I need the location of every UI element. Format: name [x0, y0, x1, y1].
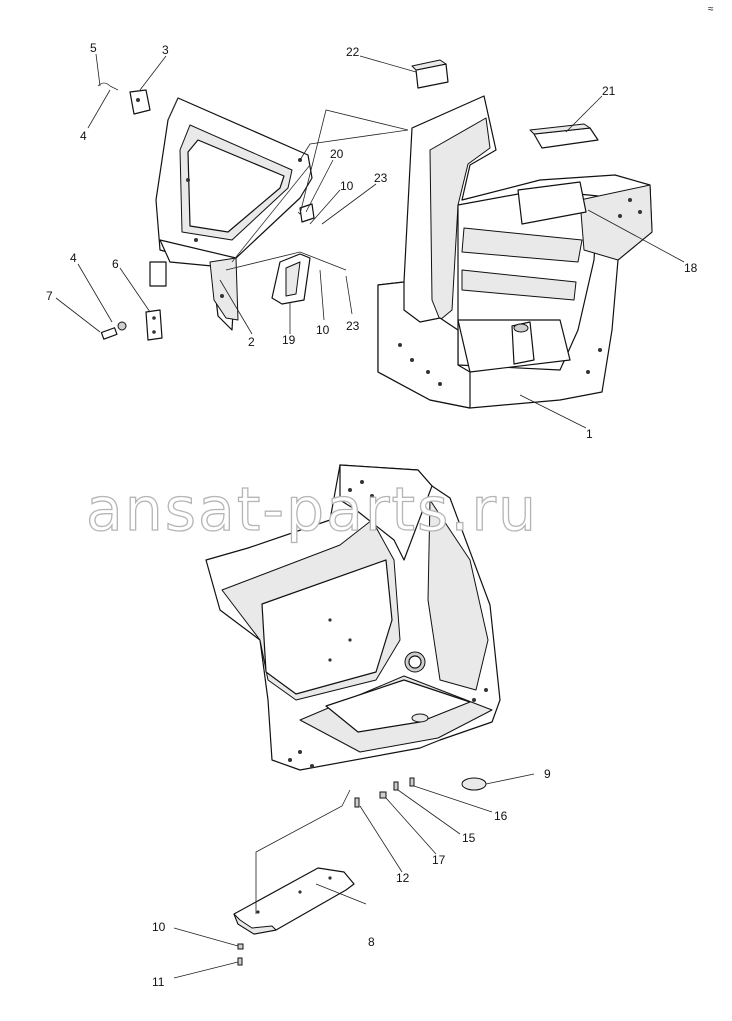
part-3-bracket	[129, 89, 151, 115]
callout-8: 8	[368, 935, 375, 949]
callout-2: 2	[248, 335, 255, 349]
callout-3: 3	[162, 43, 169, 57]
leader-lines	[55, 53, 685, 979]
part-9-cap	[461, 777, 487, 791]
callout-1: 1	[586, 427, 593, 441]
callout-23: 23	[346, 319, 360, 333]
part-7-bolt	[100, 321, 127, 340]
part-19-bracket	[271, 253, 311, 305]
callout-17: 17	[432, 853, 446, 867]
callout-4: 4	[80, 129, 87, 143]
fasteners-12-17	[354, 777, 415, 808]
watermark-text: ansat-parts.ru	[86, 475, 538, 545]
callout-5: 5	[90, 41, 97, 55]
callout-4: 4	[70, 251, 77, 265]
callout-22: 22	[346, 45, 360, 59]
part-5-pin	[97, 82, 119, 91]
callout-16: 16	[494, 809, 508, 823]
corner-mark: ≈	[708, 4, 714, 15]
part-18-side-panel	[517, 181, 587, 225]
part-20-clip	[299, 203, 315, 223]
callout-labels: 5 3 4 22 21 20 10 23 4 6 7 2 19 10 23 18…	[46, 41, 698, 989]
callout-10: 10	[152, 920, 166, 934]
callout-11: 11	[152, 975, 165, 989]
part-8-cover-plate	[233, 867, 355, 935]
callout-6: 6	[112, 257, 119, 271]
part-2-front-frame	[149, 97, 313, 331]
callout-23: 23	[374, 171, 388, 185]
part-1-cab-shell	[377, 95, 653, 409]
callout-12: 12	[396, 871, 410, 885]
part-6-plate	[145, 309, 163, 341]
callout-9: 9	[544, 767, 551, 781]
callout-10: 10	[316, 323, 330, 337]
callout-21: 21	[602, 84, 616, 98]
callout-7: 7	[46, 289, 53, 303]
fasteners-10-11	[237, 943, 244, 966]
callout-10: 10	[340, 179, 354, 193]
callout-15: 15	[462, 831, 476, 845]
part-22-pad	[411, 59, 449, 89]
callout-18: 18	[684, 261, 698, 275]
callout-20: 20	[330, 147, 344, 161]
cab-underside-assembly	[205, 464, 501, 771]
part-21-pad	[529, 123, 599, 149]
callout-19: 19	[282, 333, 296, 347]
